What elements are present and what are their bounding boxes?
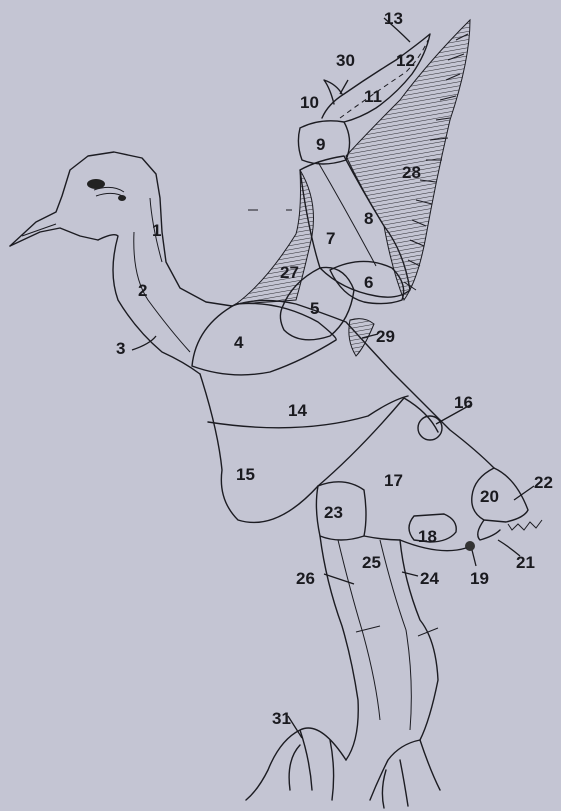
label-6: 6: [364, 273, 373, 292]
foot-right: [370, 740, 440, 808]
label-20: 20: [480, 487, 499, 506]
label-17: 17: [384, 471, 403, 490]
label-8: 8: [364, 209, 373, 228]
beak-lower: [10, 228, 98, 246]
region-19: [465, 541, 475, 551]
breast-outline: [200, 374, 318, 522]
label-4: 4: [234, 333, 244, 352]
region-17-boundary: [318, 398, 438, 486]
label-25: 25: [362, 553, 381, 572]
label-28: 28: [402, 163, 421, 182]
region-29: [349, 319, 374, 356]
label-12: 12: [396, 51, 415, 70]
label-3: 3: [116, 339, 125, 358]
label-30: 30: [336, 51, 355, 70]
label-29: 29: [376, 327, 395, 346]
region-27: [236, 170, 314, 304]
nostril-spot: [118, 195, 126, 201]
foot-left: [246, 728, 346, 800]
label-9: 9: [316, 135, 325, 154]
leg-back-outline: [320, 536, 358, 760]
label-19: 19: [470, 569, 489, 588]
label-24: 24: [420, 569, 439, 588]
alula: [324, 80, 342, 104]
label-13: 13: [384, 9, 403, 28]
label-10: 10: [300, 93, 319, 112]
label-18: 18: [418, 527, 437, 546]
label-31: 31: [272, 709, 291, 728]
label-21: 21: [516, 553, 535, 572]
label-14: 14: [288, 401, 307, 420]
leader-lines: [132, 18, 534, 738]
label-22: 22: [534, 473, 553, 492]
label-23: 23: [324, 503, 343, 522]
labels: 1 2 3 4 5 6 7 8 9 10 11 12 13 14 15 16 1…: [116, 9, 553, 728]
neck-front: [98, 235, 200, 374]
label-15: 15: [236, 465, 255, 484]
tail-feathers: [508, 520, 542, 530]
region-14-lower: [208, 396, 408, 428]
label-2: 2: [138, 281, 147, 300]
label-26: 26: [296, 569, 315, 588]
eye-icon: [87, 179, 105, 189]
label-1: 1: [152, 221, 161, 240]
label-5: 5: [310, 299, 319, 318]
label-11: 11: [364, 87, 382, 106]
label-27: 27: [280, 263, 299, 282]
region-21: [478, 520, 500, 540]
leg-inner-line-2: [380, 540, 411, 730]
label-7: 7: [326, 229, 335, 248]
label-16: 16: [454, 393, 473, 412]
